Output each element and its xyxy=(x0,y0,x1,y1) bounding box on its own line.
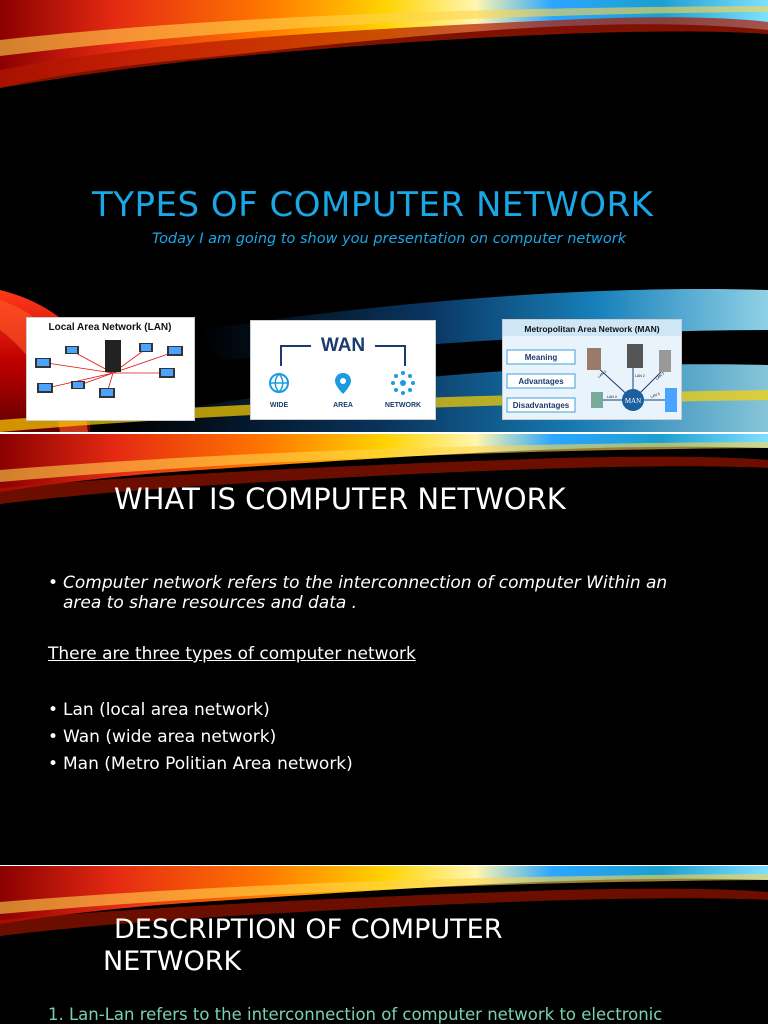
building-icon xyxy=(587,348,601,370)
slide-1: TYPES OF COMPUTER NETWORK Today I am goi… xyxy=(0,0,768,432)
heading-line-2: NETWORK xyxy=(103,946,242,977)
wan-diagram: WAN WIDE AREA NETWORK xyxy=(269,335,421,409)
bullet-dot: • xyxy=(48,727,59,747)
wan-label-area: AREA xyxy=(333,402,353,409)
bullet-dot: • xyxy=(48,573,59,593)
man-card-title: Metropolitan Area Network (MAN) xyxy=(524,324,659,334)
building-icon xyxy=(591,392,603,408)
type-text: Man (Metro Politian Area network) xyxy=(63,754,353,774)
man-center-label: MAN xyxy=(625,397,641,405)
network-icon xyxy=(391,371,415,395)
slide-subtitle: Today I am going to show you presentatio… xyxy=(152,231,627,247)
types-heading: There are three types of computer networ… xyxy=(48,644,416,664)
man-diagram: Metropolitan Area Network (MAN) Meaning … xyxy=(503,320,681,413)
wan-card-title: WAN xyxy=(321,335,365,356)
lan-diagram: Local Area Network (LAN) xyxy=(35,322,183,398)
building-icon xyxy=(659,350,671,372)
wan-diagram-card: WAN WIDE AREA NETWORK xyxy=(250,320,436,420)
wan-label-network: NETWORK xyxy=(385,402,421,409)
type-item: • Wan (wide area network) xyxy=(48,727,708,747)
heading-line-1: DESCRIPTION OF COMPUTER xyxy=(114,914,503,945)
type-item: • Lan (local area network) xyxy=(48,700,708,720)
man-button-advantages: Advantages xyxy=(518,377,564,386)
server-icon xyxy=(105,340,121,372)
bullet-dot: • xyxy=(48,754,59,774)
lan-label: LAN 2 xyxy=(635,374,645,378)
type-text: Lan (local area network) xyxy=(63,700,270,720)
slide-heading: WHAT IS COMPUTER NETWORK xyxy=(114,482,566,516)
slide-2: WHAT IS COMPUTER NETWORK • Computer netw… xyxy=(0,434,768,865)
man-hub xyxy=(622,389,644,411)
definition-bullet: • Computer network refers to the interco… xyxy=(48,573,708,613)
definition-text: Computer network refers to the interconn… xyxy=(63,573,668,613)
slide-heading: DESCRIPTION OF COMPUTER NETWORK xyxy=(103,914,583,978)
slide-title: TYPES OF COMPUTER NETWORK xyxy=(92,185,654,225)
building-icon xyxy=(627,344,643,368)
man-button-disadvantages: Disadvantages xyxy=(513,401,570,410)
man-diagram-card: Metropolitan Area Network (MAN) Meaning … xyxy=(502,319,682,420)
lan-card-title: Local Area Network (LAN) xyxy=(49,322,172,333)
lan-label: LAN 4 xyxy=(607,395,617,399)
lan-diagram-card: Local Area Network (LAN) xyxy=(26,317,195,421)
slide-separator xyxy=(0,865,768,866)
building-icon xyxy=(665,388,677,412)
wan-label-wide: WIDE xyxy=(270,402,289,409)
bullet-dot: • xyxy=(48,700,59,720)
lan-label: LAN 5 xyxy=(650,392,661,399)
top-swoosh-decoration xyxy=(0,0,768,88)
man-button-meaning: Meaning xyxy=(525,353,558,362)
lan-label: LAN 3 xyxy=(655,371,665,380)
lan-description: 1. Lan-Lan refers to the interconnection… xyxy=(48,1005,663,1024)
type-text: Wan (wide area network) xyxy=(63,727,277,747)
lan-label: LAN 1 xyxy=(597,369,607,378)
type-item: • Man (Metro Politian Area network) xyxy=(48,754,708,774)
slide-separator xyxy=(0,432,768,434)
slide-3: DESCRIPTION OF COMPUTER NETWORK 1. Lan-L… xyxy=(0,866,768,1024)
